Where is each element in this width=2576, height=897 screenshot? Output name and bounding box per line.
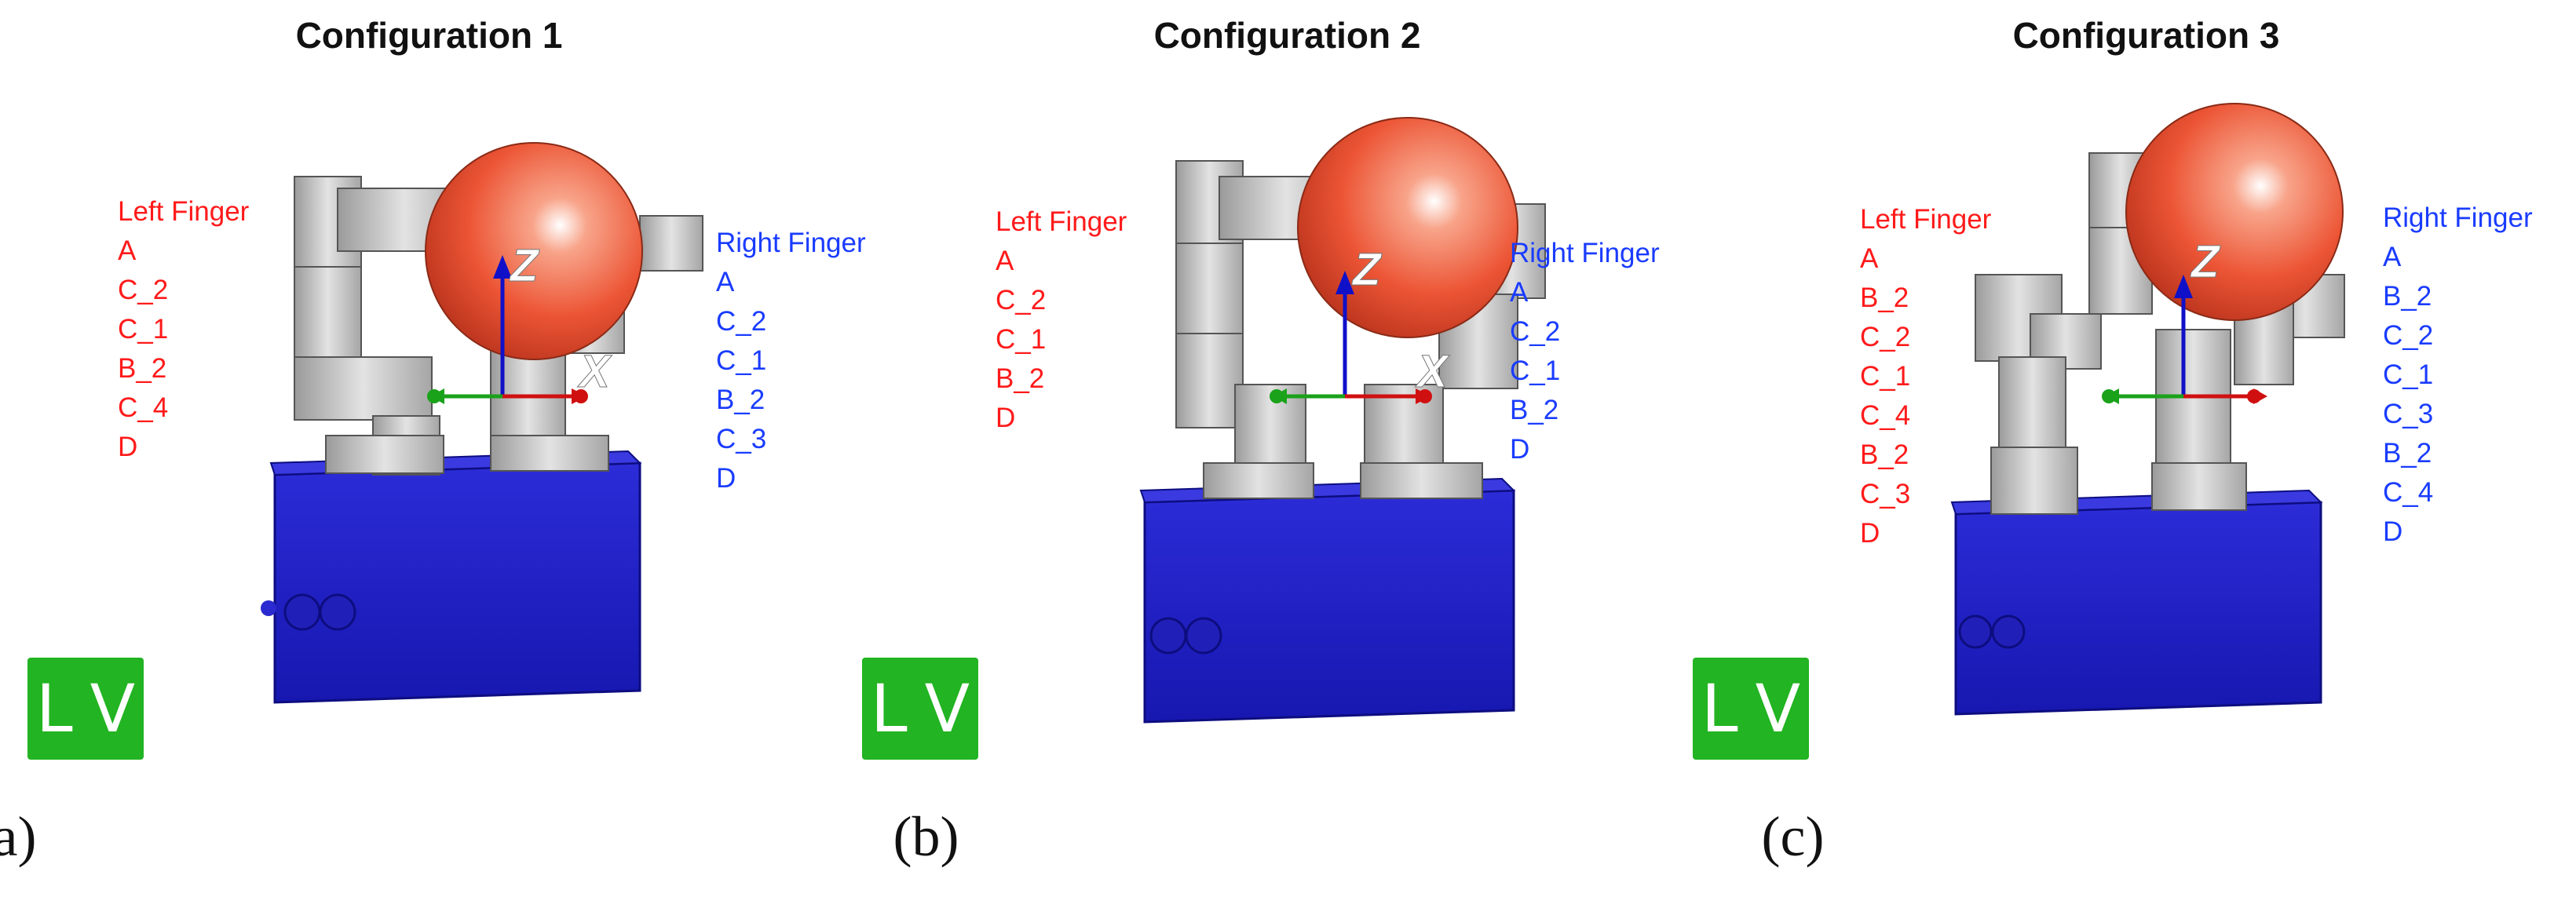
left-finger-item: A (996, 246, 1014, 276)
left-finger-item: C_4 (118, 392, 169, 423)
left-finger-item: C_4 (1860, 400, 1911, 431)
panel-b: Z X Configuration 2 Left Finger A C_2 C_… (858, 0, 1716, 897)
left-finger-item: B_2 (1860, 439, 1909, 470)
right-finger-item: C_3 (716, 424, 767, 454)
right-finger-list: Right Finger A C_2 C_1 B_2 C_3 D (716, 224, 866, 498)
blue-base-body (261, 450, 642, 704)
left-finger-item: C_2 (1860, 322, 1911, 352)
sphere-object (1297, 117, 1518, 338)
panel-caption: (b) (893, 805, 959, 868)
panel-title: Configuration 3 (2012, 15, 2280, 56)
coordinate-axes (2102, 275, 2267, 404)
panel-title: Configuration 2 (1153, 15, 1421, 56)
right-finger-item: C_1 (1510, 356, 1561, 386)
view-cube-left-glyph: L (870, 670, 908, 747)
x-axis-label: X (579, 346, 611, 398)
left-finger-item: A (1860, 243, 1879, 274)
view-cube-left-glyph: L (35, 670, 73, 747)
left-finger-list: Left Finger A C_2 C_1 B_2 C_4 D (118, 192, 249, 467)
right-finger-label: Right Finger (2383, 202, 2533, 233)
x-axis-label: X (1417, 346, 1449, 398)
panel-caption: (a) (0, 805, 37, 868)
blue-base-body (1950, 489, 2323, 716)
left-finger-item: D (118, 432, 138, 462)
left-finger-item: C_2 (996, 285, 1047, 315)
right-finger-item: B_2 (2383, 281, 2432, 312)
right-finger-label: Right Finger (716, 228, 866, 258)
coordinate-axes (427, 255, 588, 404)
blue-base-body (1139, 477, 1516, 724)
left-finger-item: D (1860, 518, 1880, 549)
left-finger-item: C_3 (1860, 479, 1911, 509)
left-finger-item: C_1 (118, 314, 169, 345)
right-finger-list: Right Finger A C_2 C_1 B_2 D (1510, 234, 1660, 469)
view-cube-left-glyph: L (1701, 670, 1738, 747)
right-finger-item: C_4 (2383, 477, 2434, 508)
right-finger-item: A (716, 267, 735, 297)
coordinate-axes (1270, 271, 1432, 404)
right-finger-item: A (2383, 242, 2402, 272)
right-finger-item: C_3 (2383, 399, 2434, 429)
left-finger-item: C_1 (1860, 361, 1911, 392)
panel-caption: (c) (1761, 805, 1825, 868)
z-axis-label: Z (510, 240, 539, 292)
left-finger-item: C_1 (996, 324, 1047, 355)
view-cube-icon[interactable]: L V (27, 658, 144, 760)
left-finger-label: Left Finger (118, 196, 250, 227)
view-cube-right-glyph: V (90, 670, 136, 747)
right-finger-list: Right Finger A B_2 C_2 C_1 C_3 B_2 C_4 D (2383, 199, 2533, 552)
view-cube-right-glyph: V (1755, 670, 1801, 747)
right-finger-item: A (1510, 277, 1529, 308)
right-finger-item: D (1510, 434, 1530, 465)
right-finger-item: B_2 (1510, 395, 1559, 425)
left-finger-list: Left Finger A B_2 C_2 C_1 C_4 B_2 C_3 D (1860, 200, 1991, 553)
gripper-model-illustration (1950, 103, 2345, 716)
left-finger-label: Left Finger (1860, 204, 1992, 235)
left-finger-item: A (118, 235, 137, 266)
right-finger-item: C_2 (716, 306, 767, 337)
left-finger-item: B_2 (996, 363, 1045, 394)
left-finger-segments (1975, 152, 2168, 515)
sphere-object (425, 142, 643, 360)
z-axis-label: Z (1352, 244, 1381, 296)
view-cube-icon[interactable]: L V (1693, 658, 1809, 760)
view-cube-right-glyph: V (924, 670, 970, 747)
sphere-object (2125, 103, 2344, 321)
right-finger-item: C_1 (716, 345, 767, 376)
left-finger-item: B_2 (1860, 283, 1909, 313)
right-finger-item: C_2 (2383, 320, 2434, 351)
left-finger-item: B_2 (118, 353, 167, 384)
right-finger-item: B_2 (2383, 438, 2432, 469)
z-axis-label: Z (2191, 236, 2220, 288)
right-finger-item: D (716, 463, 736, 494)
right-finger-item: C_2 (1510, 316, 1561, 347)
panel-c: Z Configuration 3 Left Finger A B_2 C_2 … (1693, 0, 2576, 897)
right-finger-item: C_1 (2383, 359, 2434, 390)
right-finger-item: D (2383, 516, 2403, 547)
right-finger-label: Right Finger (1510, 238, 1660, 268)
left-finger-item: C_2 (118, 275, 169, 305)
panel-title: Configuration 1 (295, 15, 563, 56)
left-finger-item: D (996, 403, 1016, 433)
left-finger-label: Left Finger (996, 206, 1127, 237)
gripper-model-illustration (261, 142, 703, 704)
view-cube-icon[interactable]: L V (862, 658, 978, 760)
gripper-model-illustration (1139, 117, 1546, 724)
right-finger-item: B_2 (716, 385, 765, 415)
left-finger-list: Left Finger A C_2 C_1 B_2 D (996, 202, 1127, 438)
panel-a: Z X Configuration 1 Left Finger A C_2 C_… (0, 0, 866, 897)
